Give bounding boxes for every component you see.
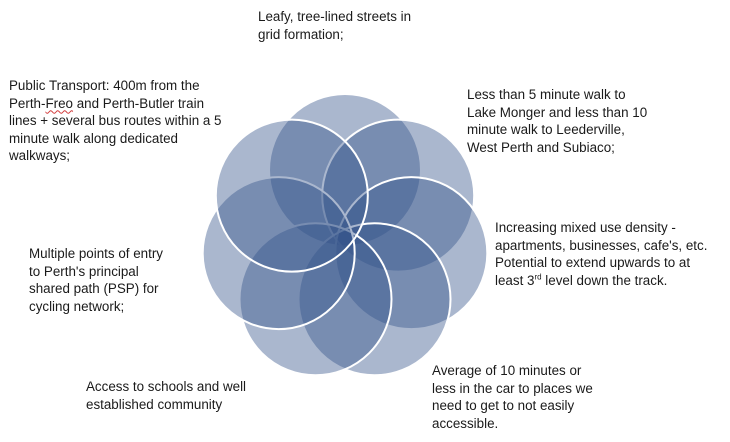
label-line: established community — [86, 396, 223, 412]
label-line: West Perth and Subiaco; — [467, 139, 615, 155]
label-leafy-streets: Leafy, tree-lined streets in grid format… — [258, 8, 411, 43]
label-line: minute walk along dedicated — [9, 130, 178, 146]
label-line: cycling network; — [29, 298, 125, 314]
superscript: rd — [534, 272, 542, 282]
petal-circle — [297, 222, 452, 377]
label-line: minute walk to Leederville, — [467, 122, 625, 137]
petal-circle — [321, 118, 476, 273]
petal-circle — [214, 118, 369, 273]
label-line: least 3rd level down the track. — [495, 272, 707, 290]
petal-circle — [201, 176, 356, 331]
label-line: Access to schools and well — [86, 379, 247, 394]
label-fragment: Perth- — [9, 95, 46, 111]
label-schools-community: Access to schools and well established c… — [86, 378, 246, 413]
label-line: shared path (PSP) for — [29, 281, 159, 296]
label-line: Lake Monger and less than 10 — [467, 104, 648, 120]
label-mixed-use-density: Increasing mixed use density - apartment… — [495, 219, 707, 289]
label-line: Multiple points of entry — [29, 246, 163, 261]
label-line: Average of 10 minutes or — [432, 363, 582, 378]
label-line: to Perth's principal — [29, 263, 139, 279]
label-line: Perth-Freo and Perth-Butler train — [9, 95, 222, 113]
label-line: accessible. — [432, 415, 499, 431]
label-public-transport: Public Transport: 400m from the Perth-Fr… — [9, 77, 222, 165]
label-line: Leafy, tree-lined streets in — [258, 9, 412, 24]
label-walk-distances: Less than 5 minute walk to Lake Monger a… — [467, 86, 647, 156]
label-line: grid formation; — [258, 26, 344, 42]
label-line: Public Transport: 400m from the — [9, 78, 200, 93]
label-line: walkways; — [9, 148, 71, 163]
label-line: need to get to not easily — [432, 398, 575, 413]
label-line: Increasing mixed use density - — [495, 220, 676, 235]
spellcheck-word: Freo — [45, 95, 74, 111]
label-line: Less than 5 minute walk to — [467, 87, 626, 102]
petal-group — [201, 93, 489, 377]
label-line: lines + several bus routes within a 5 — [9, 113, 222, 128]
label-line: less in the car to places we — [432, 380, 593, 396]
label-shared-path: Multiple points of entry to Perth's prin… — [29, 245, 163, 315]
label-car-travel: Average of 10 minutes or less in the car… — [432, 362, 593, 432]
label-line: apartments, businesses, cafe's, etc. — [495, 237, 708, 253]
petal-circle — [268, 93, 422, 247]
label-line: Potential to extend upwards to at — [495, 255, 691, 270]
label-fragment: and Perth-Butler train — [73, 95, 205, 111]
label-fragment: level down the track. — [541, 272, 668, 288]
label-fragment: least 3 — [495, 272, 535, 288]
